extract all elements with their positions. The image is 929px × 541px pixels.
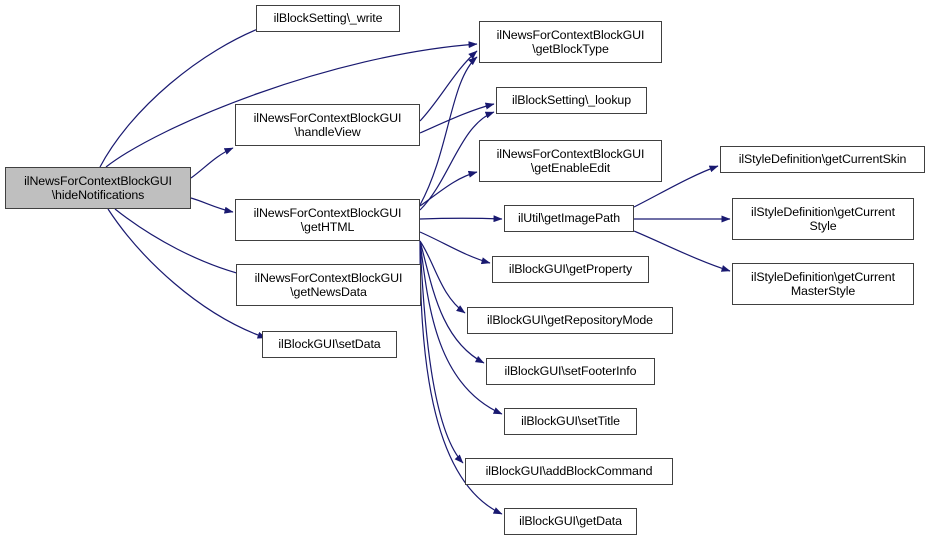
- graph-node-label: ilStyleDefinition\getCurrent Style: [751, 204, 895, 233]
- graph-node-label: ilUtil\getImagePath: [517, 211, 621, 226]
- graph-node-label: ilBlockGUI\setTitle: [521, 414, 620, 429]
- graph-node-label: ilBlockGUI\setFooterInfo: [504, 364, 637, 379]
- graph-node-label: ilBlockGUI\setData: [278, 337, 381, 352]
- graph-node-getNewsData[interactable]: ilNewsForContextBlockGUI \getNewsData: [236, 264, 421, 306]
- graph-node-getCurrentMasterStyle[interactable]: ilStyleDefinition\getCurrent MasterStyle: [732, 263, 914, 305]
- graph-node-getImagePath[interactable]: ilUtil\getImagePath: [504, 205, 634, 232]
- graph-node-setData[interactable]: ilBlockGUI\setData: [262, 331, 397, 358]
- graph-node-label: ilBlockSetting\_write: [273, 11, 383, 26]
- graph-node-write[interactable]: ilBlockSetting\_write: [256, 5, 400, 32]
- graph-node-getEnableEdit[interactable]: ilNewsForContextBlockGUI \getEnableEdit: [479, 140, 662, 182]
- graph-node-label: ilBlockGUI\getRepositoryMode: [487, 313, 653, 328]
- graph-node-setTitle[interactable]: ilBlockGUI\setTitle: [504, 408, 637, 435]
- graph-node-label: ilNewsForContextBlockGUI \hideNotificati…: [24, 173, 172, 202]
- graph-node-label: ilStyleDefinition\getCurrent MasterStyle: [751, 269, 895, 298]
- graph-node-label: ilNewsForContextBlockGUI \getHTML: [253, 205, 402, 234]
- graph-node-label: ilNewsForContextBlockGUI \getNewsData: [254, 270, 403, 299]
- graph-node-label: ilStyleDefinition\getCurrentSkin: [738, 152, 907, 167]
- graph-node-setFooterInfo[interactable]: ilBlockGUI\setFooterInfo: [486, 358, 655, 385]
- graph-node-handleView[interactable]: ilNewsForContextBlockGUI \handleView: [235, 104, 420, 146]
- graph-node-addBlockCommand[interactable]: ilBlockGUI\addBlockCommand: [465, 458, 673, 485]
- graph-node-hideNotifications[interactable]: ilNewsForContextBlockGUI \hideNotificati…: [5, 167, 191, 209]
- graph-node-getRepositoryMode[interactable]: ilBlockGUI\getRepositoryMode: [467, 307, 673, 334]
- graph-node-label: ilBlockGUI\getProperty: [508, 262, 633, 277]
- graph-node-label: ilNewsForContextBlockGUI \getEnableEdit: [496, 146, 645, 175]
- graph-node-label: ilNewsForContextBlockGUI \getBlockType: [496, 27, 645, 56]
- graph-node-getData[interactable]: ilBlockGUI\getData: [504, 508, 637, 535]
- graph-node-getProperty[interactable]: ilBlockGUI\getProperty: [492, 256, 649, 283]
- graph-node-label: ilNewsForContextBlockGUI \handleView: [253, 110, 402, 139]
- graph-node-lookup[interactable]: ilBlockSetting\_lookup: [496, 87, 647, 114]
- graph-node-getCurrentSkin[interactable]: ilStyleDefinition\getCurrentSkin: [720, 146, 925, 173]
- graph-node-label: ilBlockSetting\_lookup: [511, 93, 632, 108]
- graph-node-getHTML[interactable]: ilNewsForContextBlockGUI \getHTML: [235, 199, 420, 241]
- graph-node-getCurrentStyle[interactable]: ilStyleDefinition\getCurrent Style: [732, 198, 914, 240]
- graph-node-label: ilBlockGUI\addBlockCommand: [485, 464, 653, 479]
- graph-node-label: ilBlockGUI\getData: [519, 514, 622, 529]
- graph-node-getBlockType[interactable]: ilNewsForContextBlockGUI \getBlockType: [479, 21, 662, 63]
